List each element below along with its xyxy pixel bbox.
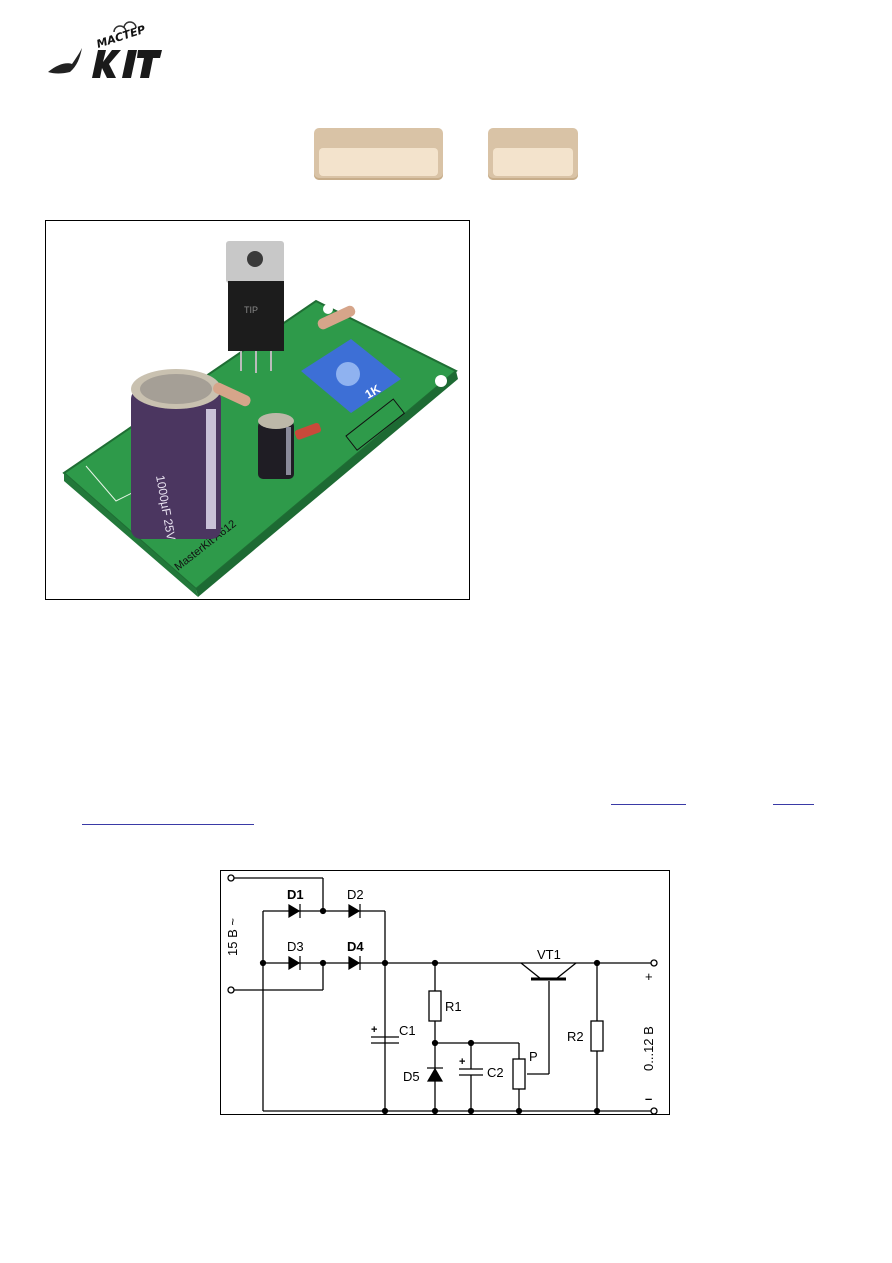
output-plus-label: +	[645, 969, 653, 984]
output-minus-label: –	[645, 1091, 652, 1106]
text-link-1[interactable]	[611, 804, 686, 805]
header-tab-2[interactable]	[488, 128, 578, 180]
label-r1: R1	[445, 999, 462, 1014]
svg-text:+: +	[459, 1056, 465, 1068]
circuit-schematic: + + D1 D2 D3 D4 C1 R1 D5 C2 P VT1 R2 15 …	[220, 870, 670, 1115]
label-d3: D3	[287, 939, 304, 954]
header-tab-2-face	[493, 148, 573, 176]
svg-text:+: +	[371, 1024, 377, 1036]
logo-top-text: МАСТЕР	[95, 23, 147, 51]
logo-image: МАСТЕР	[48, 21, 162, 78]
label-c2: C2	[487, 1065, 504, 1080]
header-tab-1-face	[319, 148, 438, 176]
trimmer-label: 1K	[363, 382, 384, 402]
regulator-label: TIP	[244, 305, 258, 315]
label-d2: D2	[347, 887, 364, 902]
logo[interactable]: МАСТЕР	[46, 18, 166, 80]
text-link-2[interactable]	[773, 804, 814, 805]
pcb-illustration: MasterKit A612 1000µF 25V TIP 1K	[62, 241, 458, 597]
header-tab-1[interactable]	[314, 128, 443, 180]
label-r2: R2	[567, 1029, 584, 1044]
product-photo: MasterKit A612 1000µF 25V TIP 1K	[45, 220, 470, 600]
output-voltage-label: 0...12 В	[641, 1026, 656, 1071]
schematic-drawing: + + D1 D2 D3 D4 C1 R1 D5 C2 P VT1 R2 15 …	[225, 874, 658, 1115]
label-vt1: VT1	[537, 947, 561, 962]
label-d5: D5	[403, 1069, 420, 1084]
text-link-3[interactable]	[82, 824, 254, 825]
label-p: P	[529, 1049, 538, 1064]
label-d1: D1	[287, 887, 304, 902]
label-c1: C1	[399, 1023, 416, 1038]
label-d4: D4	[347, 939, 364, 954]
input-voltage-label: 15 В ~	[225, 918, 240, 956]
